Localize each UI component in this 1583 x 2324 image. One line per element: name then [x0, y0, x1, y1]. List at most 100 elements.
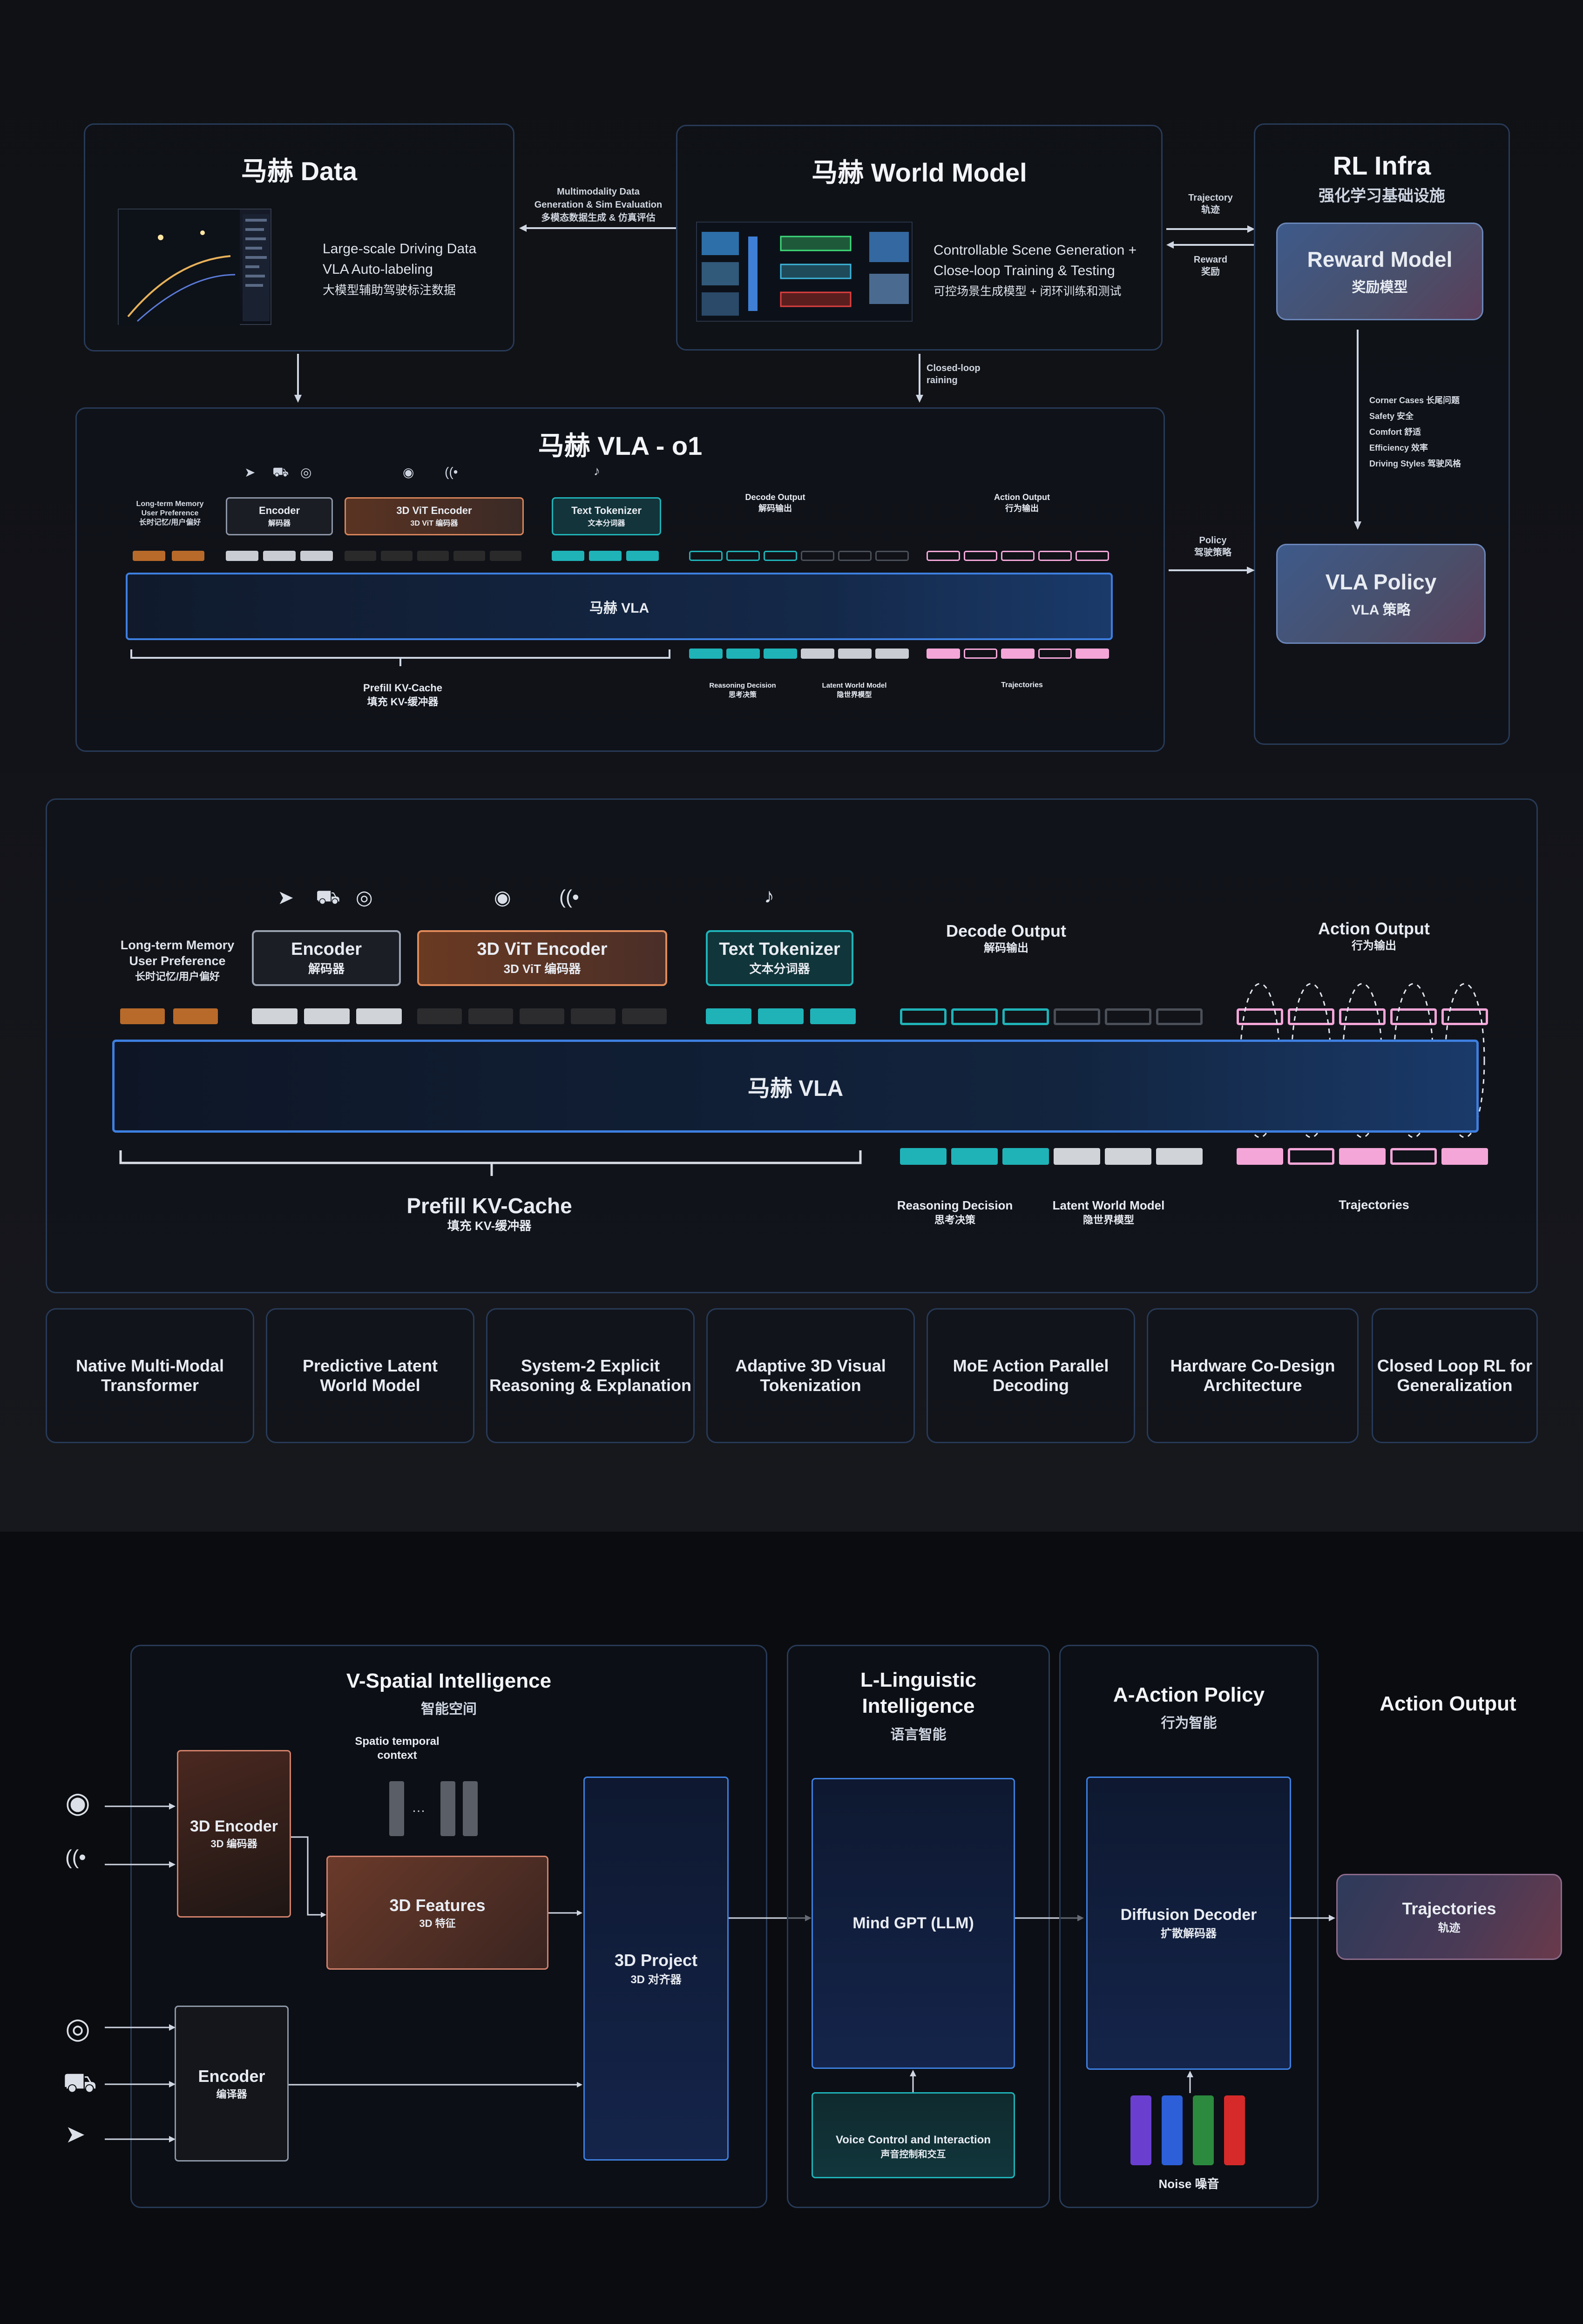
action-output-title: Action Output [1380, 1692, 1516, 1715]
noise-label: Noise 噪音 [1158, 2177, 1219, 2191]
linguistic-sub: 语言智能 [890, 1727, 947, 1743]
criteria-efficiency: Efficiency 效率 [1369, 443, 1428, 453]
text-token [552, 551, 584, 561]
trajectories-box[interactable]: Trajectories 轨迹 [1336, 1874, 1562, 1960]
prefill-en: Prefill KV-Cache [363, 682, 442, 694]
world-model-title: 马赫 World Model [812, 158, 1027, 187]
arrow-world-to-rl [1166, 225, 1255, 249]
reward-label: Reward 奖励 [1169, 254, 1252, 278]
criteria-comfort: Comfort 舒适 [1369, 427, 1421, 437]
feature-card[interactable]: Adaptive 3D Visual Tokenization [706, 1308, 915, 1443]
vit-token [622, 1008, 667, 1024]
vla-o1-encoder-box[interactable]: Encoder 解码器 [226, 497, 333, 535]
decode-slot [689, 551, 723, 561]
feature-card[interactable]: System-2 Explicit Reasoning & Explanatio… [486, 1308, 695, 1443]
reasoning-token [689, 649, 723, 659]
noise-bar-purple [1130, 2095, 1151, 2165]
camera-icon: ◉ [65, 1787, 91, 1819]
trajectory-token [1339, 1148, 1386, 1165]
llm-label: Mind GPT (LLM) [852, 1914, 974, 1932]
action-slot [1390, 1008, 1437, 1025]
encoder-box[interactable]: Encoder 解码器 [252, 930, 401, 986]
text-tokenizer-box[interactable]: Text Tokenizer 文本分词器 [706, 930, 853, 986]
night-road-image [119, 209, 270, 326]
reasoning-token [900, 1148, 947, 1165]
mid-prefill-en: Prefill KV-Cache [406, 1194, 572, 1218]
linguistic-title: L-Linguistic Intelligence [788, 1667, 1049, 1719]
noise-bar-red [1224, 2095, 1245, 2165]
arrow-label-2: Generation & Sim Evaluation [534, 200, 663, 210]
feature-card[interactable]: Closed Loop RL for Generalization [1372, 1308, 1538, 1443]
diffusion-decoder-box[interactable]: Diffusion Decoder 扩散解码器 [1086, 1777, 1291, 2070]
action-output-label: Action Output 行为输出 [1281, 919, 1467, 953]
reward-label-en: Reward [1193, 255, 1228, 265]
spatio-line-2: context [377, 1749, 417, 1762]
feature-card[interactable]: Native Multi-Modal Transformer [46, 1308, 254, 1443]
data-panel-desc: Large-scale Driving Data VLA Auto-labeli… [323, 239, 509, 300]
project-3d-box[interactable]: 3D Project 3D 对齐器 [583, 1777, 729, 2161]
vla-policy-box[interactable]: VLA Policy VLA 策略 [1276, 544, 1486, 644]
action-policy-title: A-Action Policy [1113, 1683, 1265, 1706]
policy-label-zh: 驾驶策略 [1194, 547, 1231, 558]
llm-box[interactable]: Mind GPT (LLM) [812, 1778, 1015, 2069]
decode-slot [900, 1008, 947, 1025]
action-slot [1001, 551, 1035, 561]
vla-o1-input-icons: ➤ ⛟ ◎ [244, 465, 338, 483]
vla-o1-text-tokenizer-box[interactable]: Text Tokenizer 文本分词器 [552, 497, 661, 535]
vla-o1-vit-box[interactable]: 3D ViT Encoder 3D ViT 编码器 [345, 497, 524, 535]
voice-sub: 声音控制和交互 [880, 2149, 946, 2160]
memory-tokens [120, 1008, 218, 1024]
mid-action-out-en: Action Output [1318, 919, 1430, 938]
camera-icon: ◉ [494, 886, 511, 908]
vla-o1-camera-icons: ◉ ((• [403, 465, 496, 483]
reward-model-box[interactable]: Reward Model 奖励模型 [1276, 223, 1483, 320]
context-token [463, 1781, 478, 1836]
proj3d-sub: 3D 对齐器 [630, 1973, 682, 1986]
vla-o1-trajectories-label: Trajectories [1001, 681, 1043, 689]
latent-label: Latent World Model 隐世界模型 [1029, 1198, 1188, 1228]
spatial-panel: V-Spatial Intelligence 智能空间 Spatio tempo… [130, 1645, 767, 2208]
feature-card[interactable]: MoE Action Parallel Decoding [927, 1308, 1135, 1443]
trajectory-slot [1038, 649, 1072, 659]
latent-en: Latent World Model [822, 682, 887, 689]
features-3d-box[interactable]: 3D Features 3D 特征 [326, 1856, 548, 1970]
vit-token [520, 1008, 564, 1024]
arrow-vla-to-policy [1169, 567, 1255, 574]
text-tokens [706, 1008, 856, 1024]
vit-token [468, 1008, 513, 1024]
trajectory-label: Trajectory 轨迹 [1169, 192, 1252, 216]
prefill-bracket [119, 1150, 862, 1176]
mid-reasoning-en: Reasoning Decision [897, 1198, 1013, 1212]
reward-model-sub: 奖励模型 [1352, 280, 1408, 295]
trajectories-label: Trajectories [1339, 1198, 1409, 1212]
vit-label: 3D ViT Encoder [396, 505, 472, 516]
feature-line-2: Decoding [992, 1376, 1069, 1395]
feature-card[interactable]: Hardware Co-Design Architecture [1147, 1308, 1359, 1443]
feature-line-1: System-2 Explicit [521, 1356, 660, 1375]
feature-card[interactable]: Predictive Latent World Model [266, 1308, 474, 1443]
encoder-token [300, 551, 333, 561]
memory-token [172, 551, 204, 561]
encoder-3d-box[interactable]: 3D Encoder 3D 编码器 [177, 1750, 291, 1918]
vla-o1-vit-tokens [345, 551, 521, 561]
vit-encoder-box[interactable]: 3D ViT Encoder 3D ViT 编码器 [417, 930, 667, 986]
car-icon: ⛟ [316, 886, 340, 908]
action-slot [1237, 1008, 1283, 1025]
policy-label-en: Policy [1199, 535, 1227, 546]
vla-o1-voice-icon: ♪ [594, 464, 600, 478]
encoder-box-bottom[interactable]: Encoder 编译器 [175, 2006, 289, 2162]
context-tokens: … [389, 1781, 482, 1837]
vit-token [453, 551, 485, 561]
memory-token [133, 551, 165, 561]
trajectory-token [1076, 649, 1109, 659]
text-tokenizer-sub: 文本分词器 [588, 520, 625, 527]
reasoning-zh: 思考决策 [728, 691, 757, 699]
action-slots [1237, 1008, 1488, 1025]
world-model-panel: 马赫 World Model Controllable Scene Genera… [676, 125, 1163, 351]
spatio-temporal-label: Spatio temporal context [346, 1735, 448, 1763]
feature-line-1: MoE Action Parallel [953, 1356, 1109, 1375]
voice-control-box[interactable]: Voice Control and Interaction 声音控制和交互 [812, 2092, 1015, 2178]
decode-slot [1002, 1008, 1049, 1025]
trajectory-label-en: Trajectory [1188, 193, 1233, 203]
arrow-label-3: 多模态数据生成 & 仿真评估 [541, 213, 656, 223]
